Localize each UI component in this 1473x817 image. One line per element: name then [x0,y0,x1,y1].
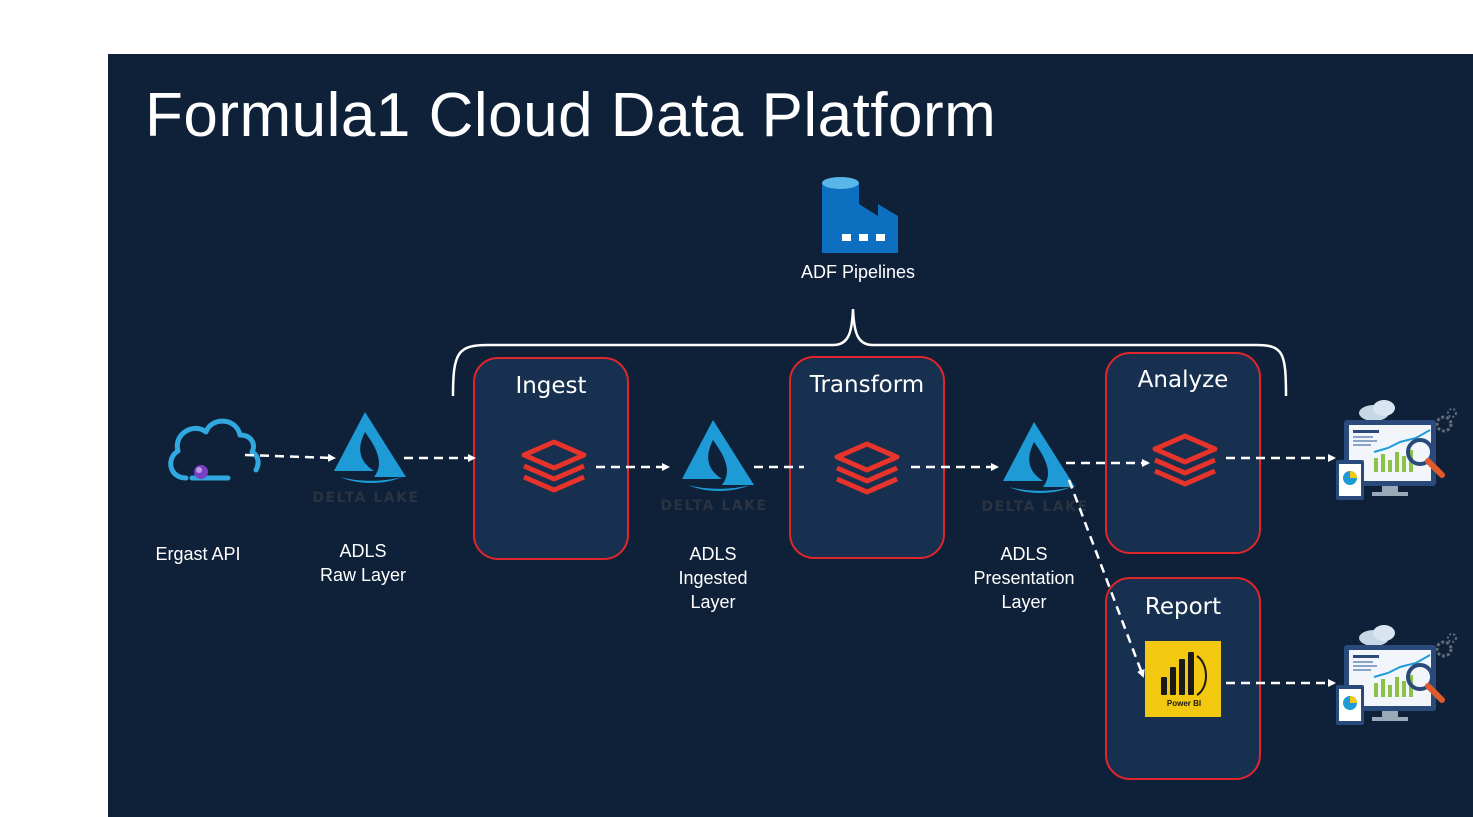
delta-lake-presentation-icon [1003,422,1075,493]
arrow-presentation-to-report [1067,479,1145,678]
delta-lake-raw-icon [334,412,406,483]
delta-lake-ingested-icon [682,420,754,491]
api-cloud-icon [168,418,261,481]
power-bi-logo-text: Power BI [1167,699,1201,708]
adls-presentation-line2: Presentation [973,568,1075,588]
stage-analyze-box [1105,352,1261,554]
adls-ingested-layer-label: ADLS Ingested Layer [653,542,773,614]
flow-arrows [244,453,1336,687]
analytics-dashboard-icon [1336,400,1456,500]
stage-transform-box [789,356,945,559]
architecture-diagram: DELTA LAKE DELTA LAKE DELTA LAKE Power B… [168,177,1473,780]
stage-transform-title: Transform [809,372,925,398]
adls-presentation-layer-label: ADLS Presentation Layer [959,542,1089,614]
adls-raw-line1: ADLS [339,541,387,561]
adls-presentation-line3: Layer [1001,592,1047,612]
analytics-dashboard-icon [1336,625,1456,725]
adf-pipelines-label: ADF Pipelines [800,262,916,282]
delta-lake-raw-logo-text: DELTA LAKE [312,490,419,506]
adls-raw-line2: Raw Layer [319,565,407,585]
page-title: Formula1 Cloud Data Platform [145,81,997,150]
ergast-api-label: Ergast API [155,544,241,564]
stage-ingest-title: Ingest [515,373,587,399]
delta-lake-ingested-logo-text: DELTA LAKE [660,498,767,514]
slide: Formula1 Cloud Data Platform [108,54,1473,817]
adls-ingested-line1: ADLS [689,544,737,564]
stage-analyze-title: Analyze [1137,367,1229,393]
adls-raw-layer-label: ADLS Raw Layer [303,539,423,587]
adls-presentation-line1: ADLS [1000,544,1048,564]
adf-orchestration-bracket [451,308,1288,397]
delta-lake-presentation-logo-text: DELTA LAKE [981,499,1088,515]
adf-factory-icon [822,177,898,253]
adls-ingested-line2: Ingested [678,568,748,588]
adls-ingested-line3: Layer [690,592,736,612]
stage-report-title: Report [1144,594,1222,620]
power-bi-icon: Power BI [1145,641,1221,717]
